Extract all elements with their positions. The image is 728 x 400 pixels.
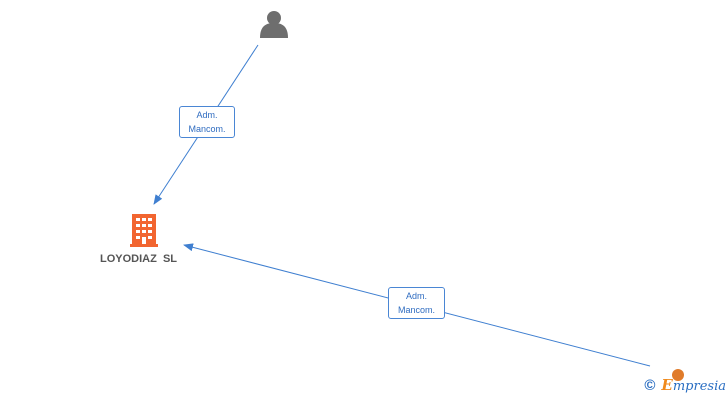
edge-label-bottom: Adm. Mancom. (388, 287, 445, 319)
person-icon-partial[interactable] (672, 369, 684, 381)
building-icon[interactable] (130, 214, 158, 247)
person-icon[interactable] (260, 11, 288, 38)
company-name[interactable]: LOYODIAZ SL (100, 253, 177, 265)
brand-logo: Empresia (661, 376, 726, 394)
edge-label-top: Adm. Mancom. (179, 106, 235, 138)
edge-label-line2: Mancom. (397, 305, 435, 315)
edge-label-line1: Adm. (196, 110, 218, 120)
copyright-symbol: © (644, 376, 656, 394)
edge-label-line1: Adm. (405, 291, 427, 301)
edge-label-line2: Mancom. (188, 124, 226, 134)
watermark: © Empresia (644, 376, 726, 394)
brand-initial: E (661, 376, 673, 394)
brand-rest: mpresia (672, 379, 726, 394)
